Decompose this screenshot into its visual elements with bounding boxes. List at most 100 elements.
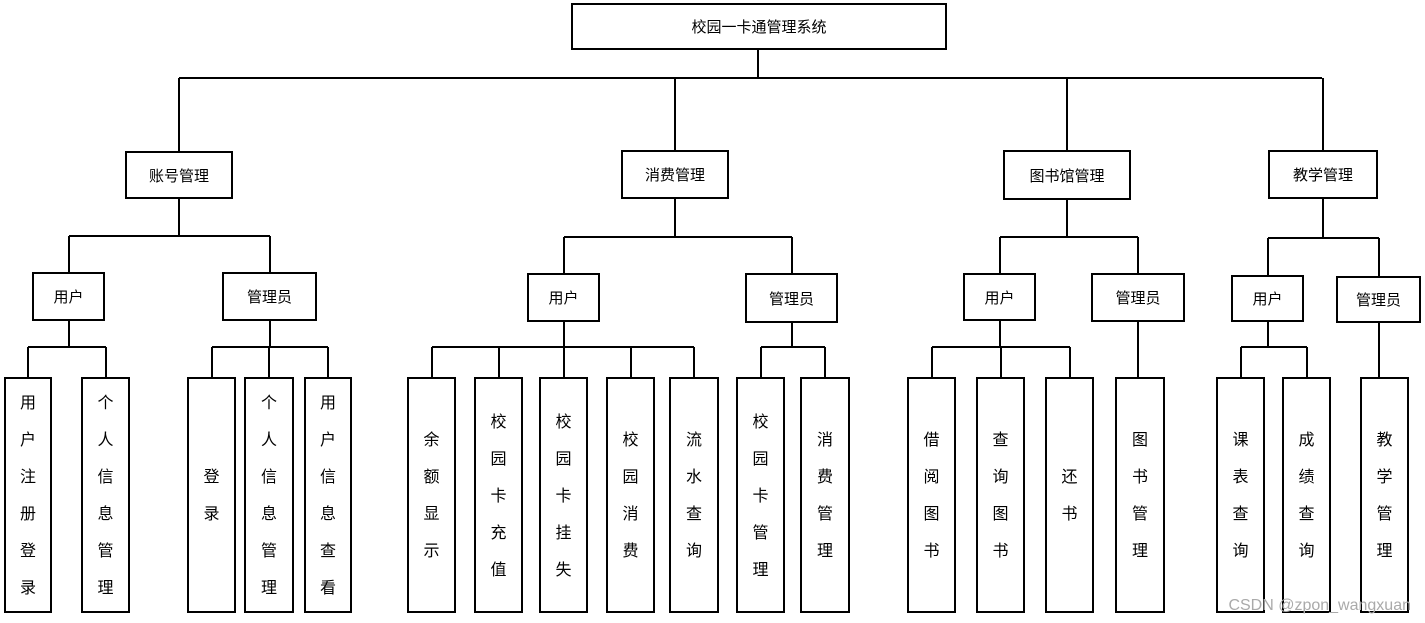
role-node: 用户 xyxy=(1231,275,1304,322)
connector-line xyxy=(760,346,825,348)
connector-line xyxy=(1322,78,1324,150)
function-label: 个人信息管理 xyxy=(260,393,277,597)
function-label: 还书 xyxy=(1061,467,1078,523)
connector-line xyxy=(998,321,1001,347)
connector-line xyxy=(999,347,1002,377)
connector-line xyxy=(268,347,270,377)
function-node: 课表查询 xyxy=(1216,377,1265,613)
connector-line xyxy=(179,77,1322,79)
connector-line xyxy=(1322,199,1324,238)
connector-line xyxy=(67,236,70,272)
connector-line xyxy=(68,235,270,237)
module-node: 教学管理 xyxy=(1268,150,1378,199)
function-node: 校园卡充值 xyxy=(474,377,523,613)
function-label: 个人信息管理 xyxy=(97,393,114,597)
function-label: 教学管理 xyxy=(1376,430,1393,560)
role-node: 用户 xyxy=(32,272,105,321)
function-label: 成绩查询 xyxy=(1298,430,1315,560)
function-node: 教学管理 xyxy=(1360,377,1409,613)
function-node: 流水查询 xyxy=(669,377,719,613)
connector-line xyxy=(178,78,180,151)
function-label: 用户注册登录 xyxy=(19,393,36,597)
function-label: 余额显示 xyxy=(423,430,440,560)
connector-line xyxy=(563,236,792,238)
role-node: 管理员 xyxy=(222,272,317,321)
module-node: 图书馆管理 xyxy=(1003,150,1131,200)
connector-line xyxy=(629,347,632,377)
function-label: 校园卡挂失 xyxy=(555,411,572,579)
role-node: 用户 xyxy=(527,273,600,322)
connector-line xyxy=(562,322,565,347)
function-node: 个人信息管理 xyxy=(244,377,294,613)
function-node: 登录 xyxy=(187,377,236,613)
function-label: 借阅图书 xyxy=(923,430,940,560)
function-node: 成绩查询 xyxy=(1282,377,1331,613)
role-node: 管理员 xyxy=(1091,273,1185,322)
role-node: 管理员 xyxy=(745,273,838,323)
function-label: 图书管理 xyxy=(1131,430,1148,560)
connector-line xyxy=(790,323,793,347)
root-node: 校园一卡通管理系统 xyxy=(571,3,947,50)
watermark: CSDN @zpon_wangxuan xyxy=(1228,597,1411,614)
connector-line xyxy=(1266,322,1269,347)
connector-line xyxy=(1305,347,1308,377)
connector-line xyxy=(1137,237,1139,273)
function-node: 借阅图书 xyxy=(907,377,956,613)
connector-line xyxy=(430,347,433,377)
connector-line xyxy=(824,347,826,377)
function-label: 流水查询 xyxy=(685,430,702,560)
connector-line xyxy=(27,347,29,377)
connector-line xyxy=(674,78,676,150)
connector-line xyxy=(562,347,565,377)
role-node: 用户 xyxy=(963,273,1036,321)
role-node: 管理员 xyxy=(1336,276,1421,323)
connector-line xyxy=(327,347,329,377)
function-label: 登录 xyxy=(203,467,220,523)
function-node: 校园卡管理 xyxy=(736,377,785,613)
function-label: 课表查询 xyxy=(1232,430,1249,560)
connector-line xyxy=(1266,238,1269,275)
function-label: 消费管理 xyxy=(816,430,833,560)
function-node: 校园消费 xyxy=(606,377,655,613)
connector-line xyxy=(104,347,107,377)
function-node: 余额显示 xyxy=(407,377,456,613)
module-node: 账号管理 xyxy=(125,151,233,199)
connector-line xyxy=(999,236,1138,238)
connector-line xyxy=(1377,238,1380,276)
function-node: 个人信息管理 xyxy=(81,377,130,613)
connector-line xyxy=(693,347,695,377)
function-node: 用户信息查看 xyxy=(304,377,352,613)
function-label: 用户信息查看 xyxy=(319,393,336,597)
function-label: 查询图书 xyxy=(992,430,1009,560)
connector-line xyxy=(1068,347,1071,377)
connector-line xyxy=(1377,323,1380,377)
function-node: 用户注册登录 xyxy=(4,377,52,613)
connector-line xyxy=(998,237,1001,273)
connector-line xyxy=(67,321,70,347)
connector-line xyxy=(757,50,759,78)
connector-line xyxy=(1066,200,1068,237)
function-node: 校园卡挂失 xyxy=(539,377,588,613)
function-node: 图书管理 xyxy=(1115,377,1165,613)
connector-line xyxy=(1267,237,1379,239)
connector-line xyxy=(1137,322,1139,377)
connector-line xyxy=(210,347,213,377)
connector-line xyxy=(178,199,180,236)
connector-line xyxy=(930,347,933,377)
connector-line xyxy=(1066,78,1068,150)
function-node: 查询图书 xyxy=(976,377,1025,613)
connector-line xyxy=(1239,347,1242,377)
function-label: 校园卡管理 xyxy=(752,411,769,579)
connector-line xyxy=(674,199,676,237)
function-node: 消费管理 xyxy=(800,377,850,613)
connector-line xyxy=(268,236,271,272)
connector-line xyxy=(497,347,500,377)
function-label: 校园卡充值 xyxy=(490,411,507,579)
connector-line xyxy=(562,237,565,273)
connector-line xyxy=(28,346,106,348)
function-node: 还书 xyxy=(1045,377,1094,613)
function-label: 校园消费 xyxy=(622,430,639,560)
connector-line xyxy=(1240,346,1307,348)
connector-line xyxy=(268,321,271,347)
